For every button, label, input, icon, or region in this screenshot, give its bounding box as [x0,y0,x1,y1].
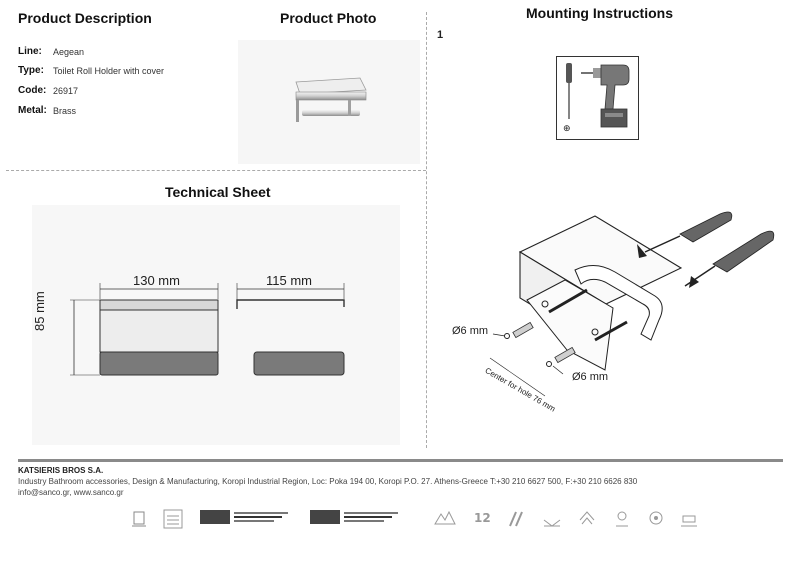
description-row-line: Line: Aegean [18,42,164,61]
type-label: Type: [18,65,44,76]
water-resistant-icon [540,508,564,530]
mounting-diagram [445,200,785,410]
drill-size-left-label: Ø6 mm [452,325,489,337]
iso-9001-certificate-icon [200,508,290,526]
mounting-diagram-svg [489,211,775,397]
tools-illustration: ⊕ [563,63,630,134]
step-number: 1 [437,29,444,41]
height-dimension-label: 85 mm [32,291,47,331]
cleaning-icon [646,508,666,528]
description-row-type: Type: Toilet Roll Holder with cover [18,61,164,80]
technical-sheet-heading: Technical Sheet [165,184,271,200]
width-dimension-label: 130 mm [133,273,180,288]
vertical-separator [426,12,427,448]
footer-rule [18,459,783,462]
svg-text:⊕: ⊕ [563,124,571,134]
metal-label: Metal: [18,105,47,116]
product-photo-image [295,77,367,122]
description-list: Line: Aegean Type: Toilet Roll Holder wi… [18,42,164,120]
eco-icon [432,508,458,530]
tools-box: ⊕ [556,56,639,140]
iso-14001-certificate-icon [310,508,400,526]
company-address: Industry Bathroom accessories, Design & … [18,477,638,486]
description-row-code: Code: 26917 [18,80,164,101]
product-description-heading: Product Description [18,10,152,26]
drill-size-right-label: Ø6 mm [572,371,609,383]
description-row-metal: Metal: Brass [18,101,164,120]
company-name: KATSIERIS BROS S.A. [18,466,104,475]
warranty-12-years-icon: 12 [472,508,492,530]
quality-100-percent-icon [162,508,184,530]
installation-icon [678,508,700,530]
screwdriver-icon: ⊕ [563,63,572,134]
line-value: Aegean [53,46,85,57]
product-photo-heading: Product Photo [280,10,377,26]
product-photo [238,40,420,164]
metal-value: Brass [53,105,77,116]
light-durability-icon [610,508,634,532]
technical-drawing-svg [70,283,345,376]
drill-icon [581,64,630,128]
code-label: Code: [18,85,47,96]
screwdriver-icon [684,230,775,288]
depth-dimension-label: 115 mm [266,273,312,288]
technical-drawing [32,205,400,445]
line-label: Line: [18,46,42,57]
hotel-standard-icon [128,508,150,530]
code-value: 26917 [53,85,79,96]
mounting-instructions-heading: Mounting Instructions [526,5,673,21]
horizontal-separator [6,170,426,171]
svg-text:12: 12 [474,511,491,525]
company-contacts: info@sanco.gr, www.sanco.gr [18,488,124,497]
recyclable-icon [576,508,598,530]
screwdriver-icon [637,211,733,258]
anti-scratch-icon [506,508,528,530]
type-value: Toilet Roll Holder with cover [53,65,165,76]
